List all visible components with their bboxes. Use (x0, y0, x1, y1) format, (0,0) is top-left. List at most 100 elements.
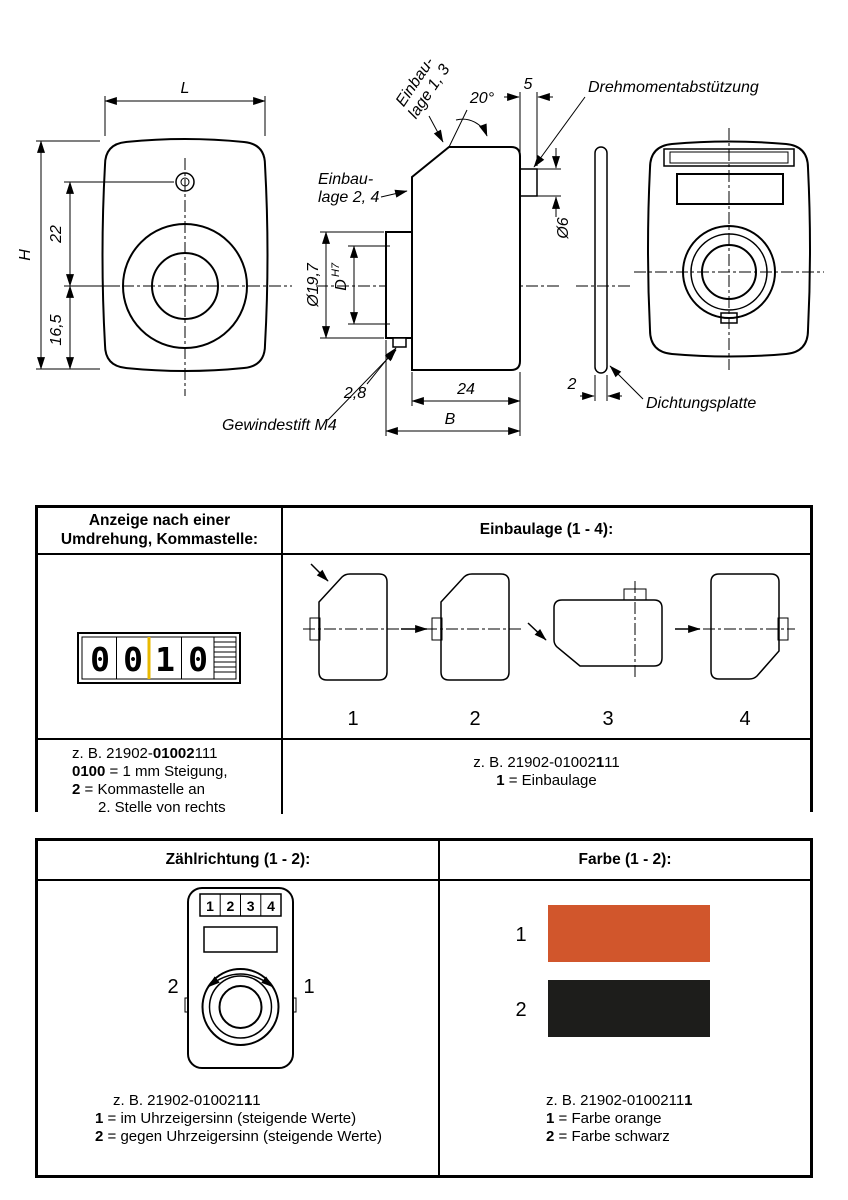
zaehlrichtung-cell: 1 2 3 4 2 1 z. B. 21902-01002111 1 = im … (38, 881, 440, 1175)
zaehlrichtung-example: z. B. 21902-01002111 1 = im Uhrzeigersin… (38, 1086, 438, 1146)
swatch-2-label: 2 (515, 999, 526, 1021)
label-gewindestift: Gewindestift M4 (222, 349, 397, 434)
dim-L-text: L (181, 80, 190, 97)
farbe-example-partnumber: z. B. 21902-01002111 (546, 1092, 693, 1109)
zaehlrichtung-example-partnumber: z. B. 21902-01002111 (113, 1092, 261, 1109)
farbe-example-line3: 2 = Farbe schwarz (546, 1128, 670, 1145)
dim-2-8-text: 2,8 (343, 385, 366, 402)
anzeige-example: z. B. 21902-01002111 0100 = 1 mm Steigun… (38, 738, 283, 816)
einbaulage-example-line2: 1 = Einbaulage (496, 772, 597, 789)
farbe-example-line2: 1 = Farbe orange (546, 1110, 662, 1127)
shaft-collar (385, 231, 413, 339)
counter-display-cell: 0 0 1 0 (38, 555, 283, 738)
anzeige-example-partnumber: z. B. 21902-01002111 (72, 745, 218, 762)
dim-20deg: 20° (448, 90, 495, 148)
device-digit-2: 2 (227, 898, 235, 914)
counter-inner-frame (81, 636, 237, 680)
header-anzeige-line1: Anzeige nach einer (88, 511, 231, 529)
dim-o19-7: Ø19,7 (305, 231, 384, 339)
dim-16-5: 16,5 (48, 285, 74, 370)
position-3-body (553, 599, 663, 667)
position-2-shape (401, 573, 521, 681)
einbaulage-positions-cell: 1 2 3 4 (283, 555, 810, 738)
dim-H7-text: H7 (330, 262, 342, 277)
display-window (676, 173, 784, 205)
counter-digit-3: 1 (155, 640, 175, 679)
device-knob-inner (218, 985, 263, 1029)
label-einbaulage-2-4: Einbau- lage 2, 4 (318, 171, 408, 206)
dim-20deg-text: 20° (469, 90, 495, 107)
dim-22: 22 (48, 181, 174, 287)
position-2-label: 2 (469, 708, 480, 730)
label-dichtungsplatte: Dichtungsplatte (609, 365, 756, 412)
position-1-label: 1 (347, 708, 358, 730)
header-zaehlrichtung-text: Zählrichtung (1 - 2): (165, 850, 311, 868)
rear-view (634, 128, 824, 370)
table-anzeige-einbaulage: Anzeige nach einer Umdrehung, Kommastell… (35, 505, 813, 816)
seal-plate-view: 2 Dichtungsplatte (567, 146, 756, 412)
header-zaehlrichtung: Zählrichtung (1 - 2): (38, 841, 440, 881)
rotation-arrows (207, 973, 274, 988)
direction-1-label: 1 (303, 976, 314, 998)
einbaulage-example-partnumber: z. B. 21902-01002111 (473, 754, 620, 771)
zaehlrichtung-drawing: 1 2 3 4 2 1 (167, 887, 315, 1069)
front-body-outline (101, 138, 269, 372)
dim-o6-text: Ø6 (555, 217, 572, 239)
position-1-tab (309, 617, 321, 641)
label-drehmomentabstuetzung: Drehmomentabstützung (533, 79, 759, 168)
einbaulage-positions-drawing: 1 2 3 4 (303, 563, 795, 730)
position-4-shape (675, 573, 795, 680)
einbaulage24-line2: lage 2, 4 (318, 189, 379, 206)
dim-L: L (104, 80, 266, 136)
dim-24-text: 24 (456, 381, 475, 398)
technical-drawing: L H 22 16,5 (17, 55, 824, 436)
position-1-arrow (310, 563, 329, 582)
dim-2: 2 (567, 375, 622, 401)
dim-5: 5 (504, 76, 553, 166)
einbaulage-example: z. B. 21902-01002111 1 = Einbaulage (283, 738, 810, 814)
position-3-arrow (527, 622, 547, 641)
counter-display-drawing: 0 0 1 0 (77, 632, 241, 684)
dim-D-H7: D H7 (330, 245, 390, 325)
device-window (203, 926, 278, 953)
zaehlrichtung-example-line3: 2 = gegen Uhrzeigersinn (steigende Werte… (95, 1128, 382, 1145)
anzeige-example-line4: 2. Stelle von rechts (98, 799, 226, 816)
front-view: L H 22 16,5 (17, 80, 292, 396)
gewindestift-text: Gewindestift M4 (222, 417, 337, 434)
header-einbaulage-text: Einbaulage (1 - 4): (479, 521, 614, 539)
header-einbaulage: Einbaulage (1 - 4): (283, 508, 810, 555)
dim-5-text: 5 (524, 76, 533, 93)
device-notch-right (292, 997, 297, 1013)
dim-B: B (385, 340, 521, 436)
position-1-body (318, 573, 388, 681)
position-4-label: 4 (739, 708, 750, 730)
side-view: 20° Einbau- lage 1, 3 5 Drehmomentabstüt… (222, 55, 759, 436)
anzeige-example-line2: 0100 = 1 mm Steigung, (72, 763, 228, 780)
swatch-1-label: 1 (515, 924, 526, 946)
dim-22-text: 22 (48, 225, 65, 244)
counter-digit-1: 0 (90, 640, 110, 679)
direction-2-label: 2 (167, 976, 178, 998)
drehmoment-text: Drehmomentabstützung (588, 79, 759, 96)
position-2-body (440, 573, 510, 681)
zaehlrichtung-example-line2: 1 = im Uhrzeigersinn (steigende Werte) (95, 1110, 357, 1127)
device-knob-outer (201, 968, 280, 1046)
side-body-outline (411, 146, 521, 371)
farbe-swatches: 1 2 (515, 905, 710, 1037)
setscrew (392, 337, 407, 348)
knurl-lines (214, 641, 236, 673)
position-2-tab (431, 617, 443, 641)
position-4-body (710, 573, 780, 680)
dim-D-text: D (333, 279, 350, 291)
header-farbe-text: Farbe (1 - 2): (578, 850, 672, 868)
einbaulage24-line1: Einbau- (318, 171, 373, 188)
seal-plate (594, 146, 608, 374)
label-einbaulage-1-3: Einbau- lage 1, 3 (393, 55, 454, 122)
dim-B-text: B (445, 411, 456, 428)
farbe-example: z. B. 21902-01002111 1 = Farbe orange 2 … (440, 1086, 810, 1146)
device-digit-4: 4 (267, 898, 275, 914)
table-zaehlrichtung-farbe: Zählrichtung (1 - 2): Farbe (1 - 2): 1 2… (35, 838, 813, 1178)
device-notch-left (184, 997, 189, 1013)
device-digit-1: 1 (206, 898, 214, 914)
